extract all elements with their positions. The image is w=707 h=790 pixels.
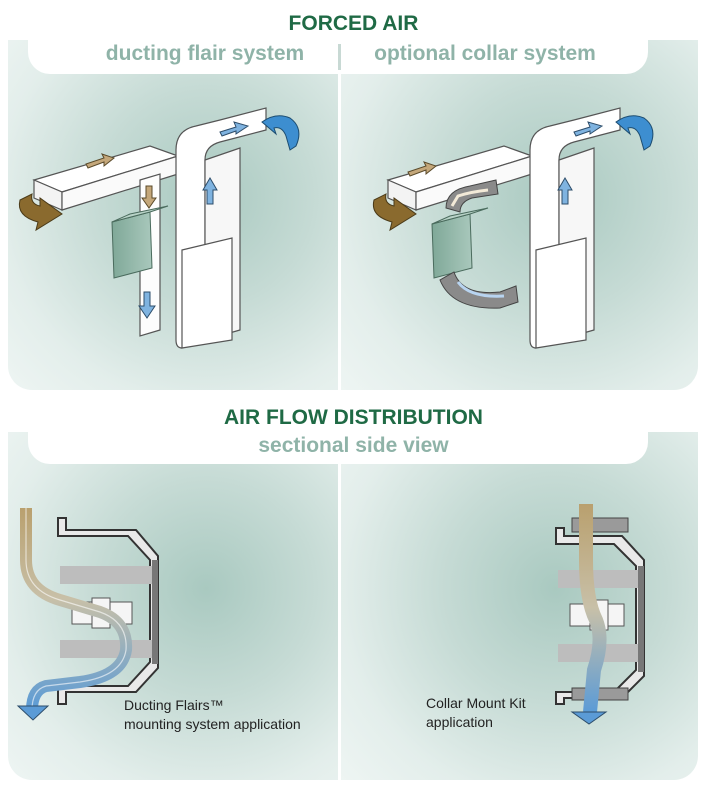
ducting-flairs-caption: Ducting Flairs™ mounting system applicat… (124, 696, 301, 734)
up-arrow-icon-right (557, 177, 573, 205)
blue-curl-arrow-icon-right (615, 115, 654, 151)
ducting-flairs-caption-line2: mounting system application (124, 716, 301, 732)
right-arrow-blue-icon-2 (573, 121, 604, 137)
ducting-flair-subtitle: ducting flair system (105, 42, 305, 65)
sectional-side-view-subtitle: sectional side view (258, 434, 449, 457)
forced-air-title: FORCED AIR (288, 12, 419, 35)
blue-curl-arrow-icon (261, 115, 300, 151)
up-arrow-icon (202, 177, 218, 205)
down-arrow-icon (141, 185, 157, 209)
right-airflow-stream (579, 504, 607, 713)
left-duct-assembly (32, 107, 267, 349)
brown-arrow-icon (18, 193, 63, 232)
grey-flex-duct-top (445, 179, 499, 213)
left-airflow-lines (25, 508, 127, 711)
right-down-arrow-icon (570, 711, 608, 725)
right-arrow-blue-icon (219, 121, 250, 137)
collar-mount-caption-line2: application (426, 714, 493, 730)
left-down-arrow-icon (16, 705, 50, 721)
collar-bottom (571, 687, 629, 701)
ducting-flairs-caption-line1: Ducting Flairs™ (124, 697, 224, 713)
air-flow-title: AIR FLOW DISTRIBUTION (224, 406, 483, 429)
optional-collar-subtitle: optional collar system (374, 42, 596, 65)
brown-arrow-icon-right (372, 193, 417, 232)
air-flow-subtitle-tab (28, 432, 648, 464)
down-arrow-blue-icon (138, 291, 156, 319)
right-arrow-icon (85, 153, 116, 169)
collar-mount-caption-line1: Collar Mount Kit (426, 695, 526, 711)
grey-flex-duct-bottom (439, 271, 519, 309)
forced-air-diagrams (18, 107, 654, 349)
forced-air-left-panel (8, 40, 338, 390)
right-unit-box (431, 207, 489, 279)
left-unit-box (111, 205, 169, 279)
right-arrow-icon-2 (407, 161, 438, 177)
white-curl-arrow-icon (450, 188, 489, 207)
white-flow-arrow-icon (456, 281, 505, 298)
subtitle-divider (338, 44, 341, 70)
collar-mount-caption: Collar Mount Kit application (426, 694, 526, 732)
